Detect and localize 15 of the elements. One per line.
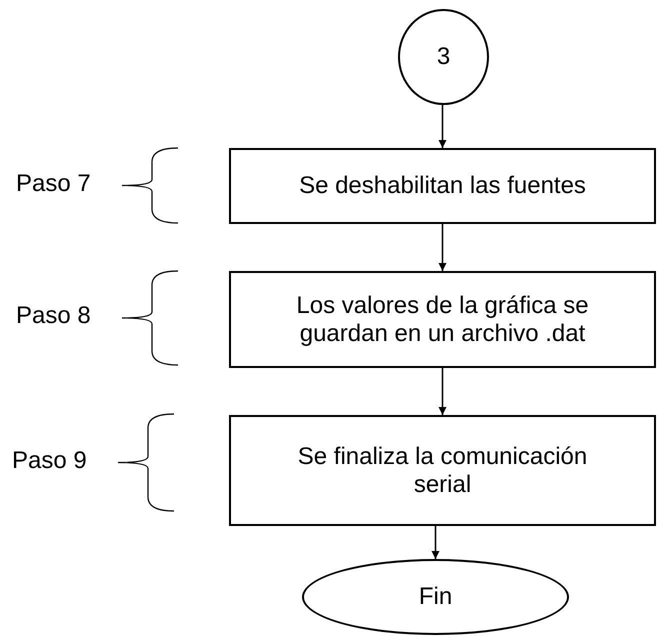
node-text: Se deshabilitan las fuentes (299, 172, 586, 200)
step-label: Paso 7 (16, 170, 91, 198)
node-text: Los valores de la gráfica se guardan en un archivo .dat (295, 292, 590, 348)
node-text: Se finaliza la comunicación serial (296, 442, 588, 498)
process-box (229, 271, 656, 368)
arrow (438, 224, 446, 271)
step-label: Paso 8 (16, 302, 91, 330)
arrow (432, 526, 440, 559)
process-box (229, 148, 656, 224)
node-text: Fin (418, 583, 452, 611)
arrow (438, 368, 446, 415)
step-label: Paso 9 (12, 446, 87, 474)
process-box (229, 415, 656, 526)
arrow (438, 105, 446, 148)
node-text: 3 (436, 43, 450, 71)
